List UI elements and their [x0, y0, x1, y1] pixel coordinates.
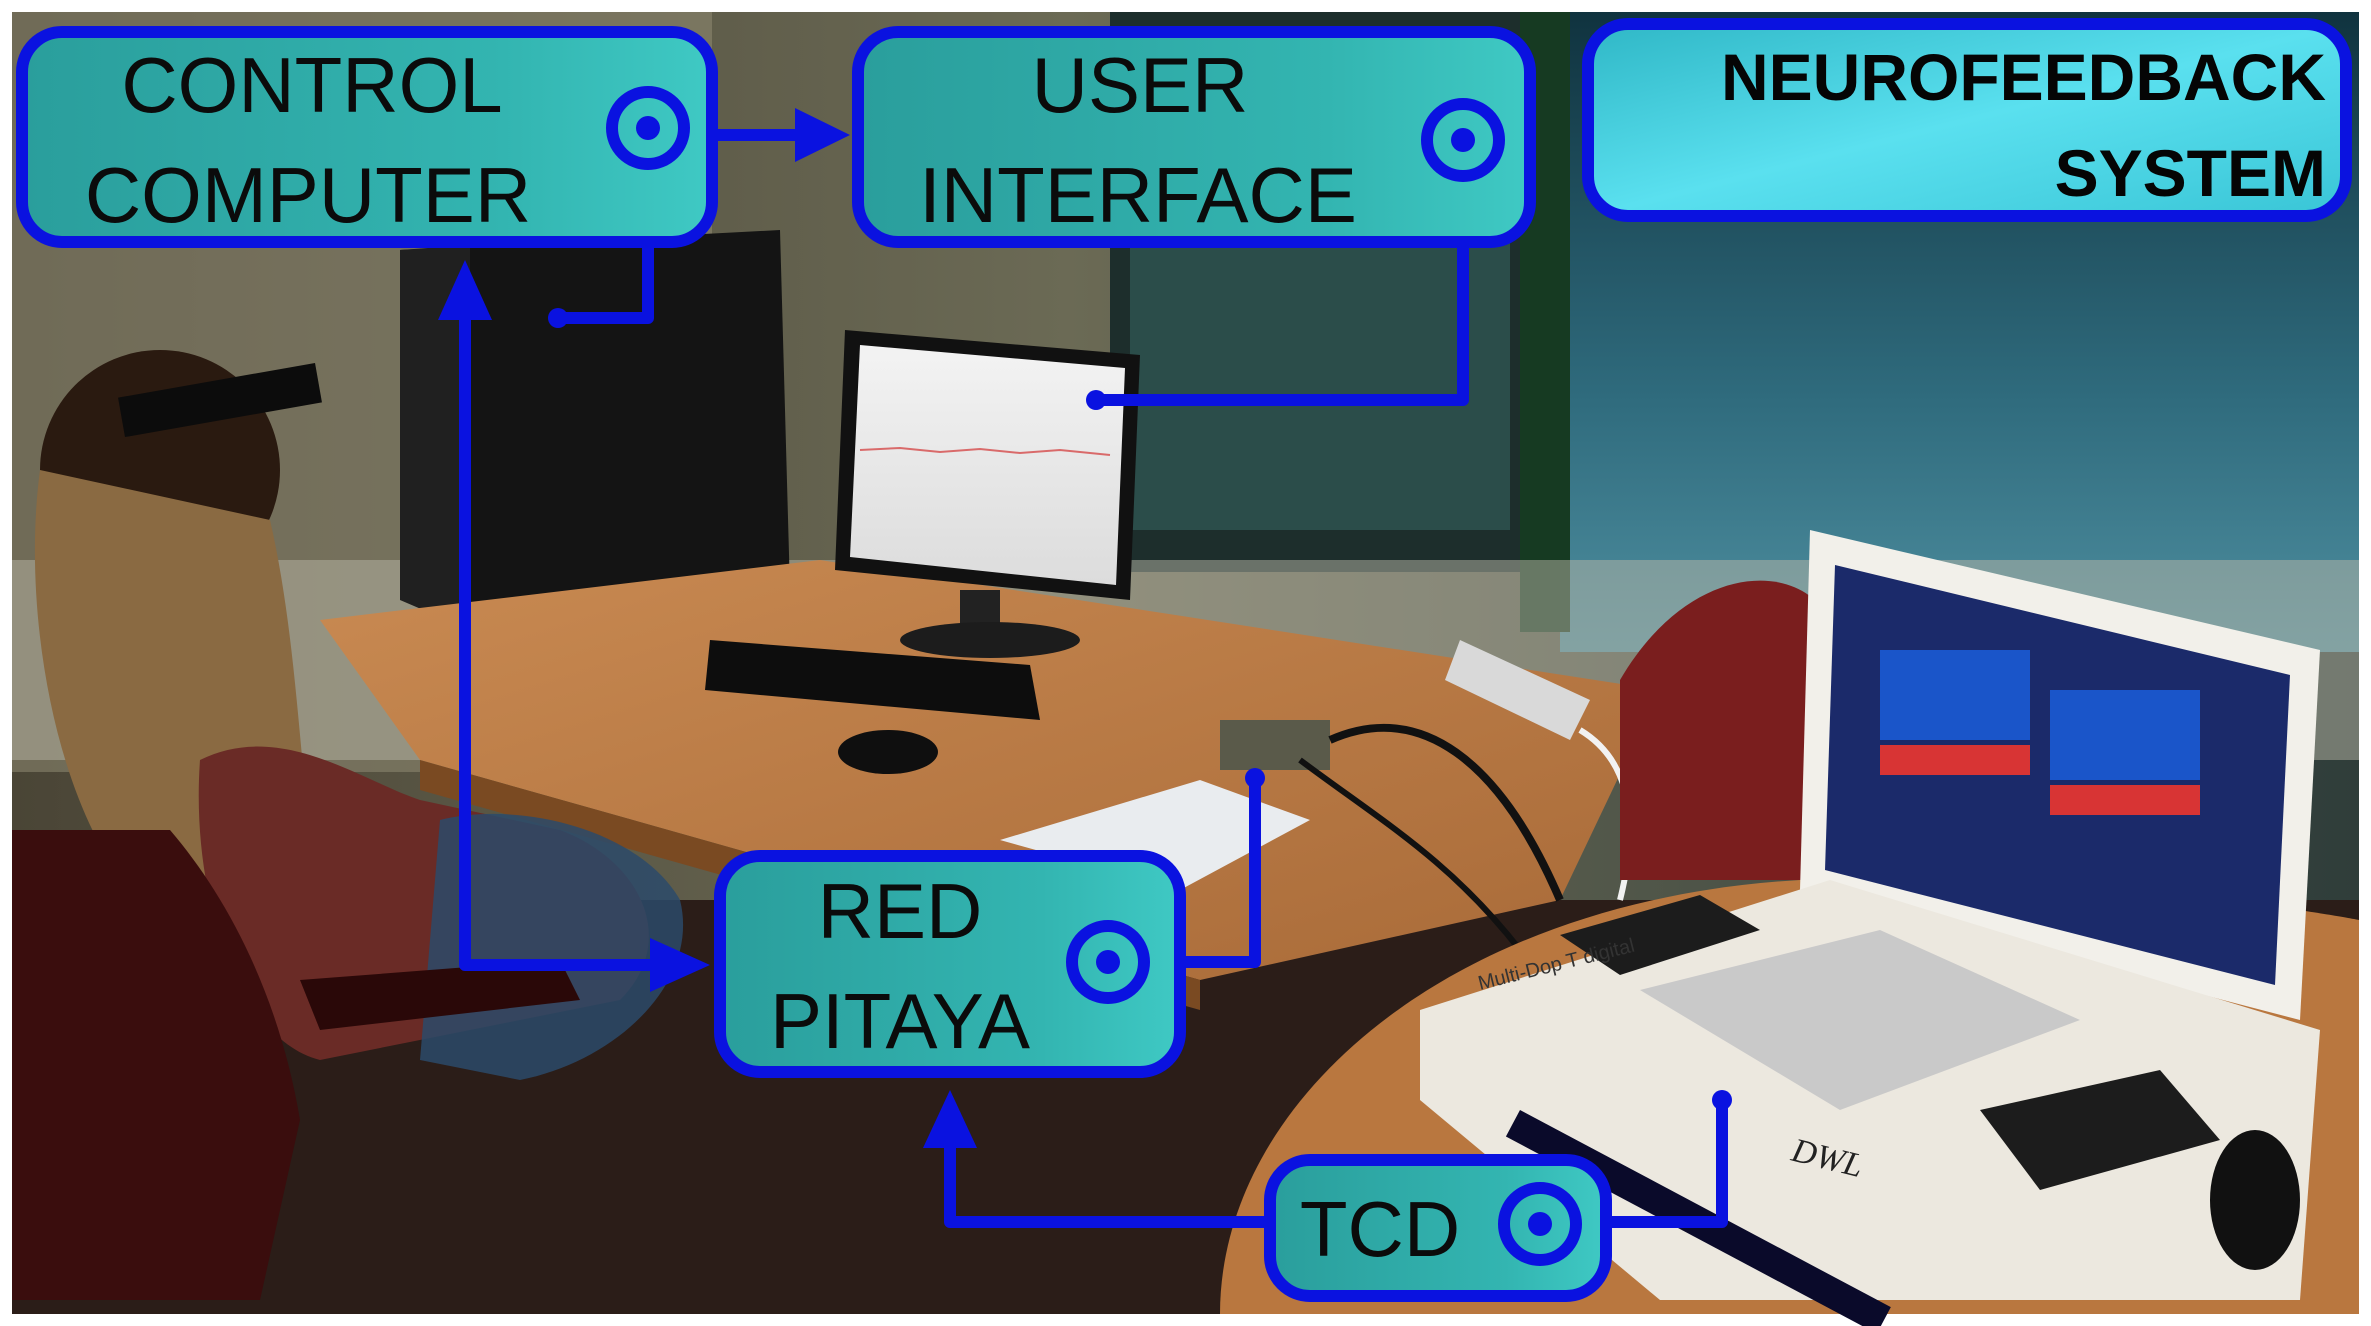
mouse [838, 730, 938, 774]
red-pitaya-box: RED PITAYA [714, 850, 1186, 1078]
red-pitaya-line1: RED [818, 867, 983, 955]
window-pane-left [1130, 230, 1510, 530]
arrowheads [438, 108, 977, 1148]
tcd-box: TCD [1264, 1154, 1612, 1302]
title-line1: NEUROFEEDBACK [1721, 40, 2326, 114]
user-interface-port-icon [1421, 98, 1505, 182]
title-frame [1582, 18, 2352, 222]
keyboard [705, 640, 1040, 720]
chair-armrest [300, 960, 580, 1030]
arrowhead-to-ui [795, 108, 850, 162]
cable-1 [1328, 723, 1564, 902]
chair [12, 830, 300, 1300]
control-computer-port-icon [606, 86, 690, 170]
power-strip [1445, 640, 1590, 740]
tcd-spectrum-2 [2050, 690, 2200, 780]
terminal-device [1712, 1090, 1732, 1110]
red-pitaya-board [1220, 720, 1330, 770]
computer-tower-side [400, 245, 470, 630]
terminal-tower [548, 308, 568, 328]
arrowhead-to-redpitaya [650, 938, 710, 992]
control-computer-frame [16, 26, 718, 248]
computer-tower [400, 230, 790, 630]
tcd-keyboard [1640, 930, 2080, 1110]
control-computer-port-dot [636, 116, 660, 140]
title-line2: SYSTEM [2055, 136, 2326, 210]
tcd-device [1420, 530, 2320, 1326]
back-chair [1620, 580, 1830, 880]
control-computer-line2: COMPUTER [85, 151, 531, 239]
red-pitaya-line2: PITAYA [770, 977, 1030, 1065]
terminal-board [1245, 768, 1265, 788]
arrowhead-to-control [438, 260, 492, 320]
tcd-port-dot [1528, 1212, 1552, 1236]
arrowhead-tcd-to-redpitaya [923, 1090, 977, 1148]
monitor-base [900, 622, 1080, 658]
tcd-trackpad-left [1560, 895, 1760, 975]
monitor-screen [850, 345, 1125, 585]
user-interface-line1: USER [1032, 41, 1249, 129]
red-pitaya-port-icon [1066, 920, 1150, 1004]
link-control-red-pitaya [459, 294, 661, 971]
terminals [548, 308, 1732, 1110]
red-pitaya-frame [714, 850, 1186, 1078]
user-interface-port-dot [1451, 128, 1475, 152]
link-tcd-to-redpitaya [944, 1134, 1276, 1228]
tcd-label: TCD [1300, 1185, 1460, 1273]
headset [118, 362, 322, 438]
cable-2 [1298, 757, 1523, 952]
tcd-probe-port [2210, 1130, 2300, 1270]
terminal-monitor [1086, 390, 1106, 410]
tcd-spectrum-red-2 [2050, 785, 2200, 815]
tcd-spectrum-red-1 [1880, 745, 2030, 775]
tcd-spectrum-1 [1880, 650, 2030, 740]
desk-top [320, 560, 1660, 980]
user-interface-line2: INTERFACE [919, 151, 1357, 239]
paper-sheet [1000, 780, 1310, 890]
control-computer-box: CONTROL COMPUTER [16, 26, 718, 248]
monitor [835, 330, 1140, 658]
red-pitaya-port-dot [1096, 950, 1120, 974]
title-box: NEUROFEEDBACK SYSTEM [1582, 18, 2352, 222]
tcd-trackpad-right [1980, 1070, 2220, 1190]
control-computer-line1: CONTROL [121, 41, 502, 129]
dress-pattern [420, 813, 684, 1080]
screen-signal-line [859, 446, 1111, 456]
tcd-port-icon [1498, 1182, 1582, 1266]
user-interface-frame [852, 26, 1536, 248]
user-interface-box: USER INTERFACE [852, 26, 1536, 248]
